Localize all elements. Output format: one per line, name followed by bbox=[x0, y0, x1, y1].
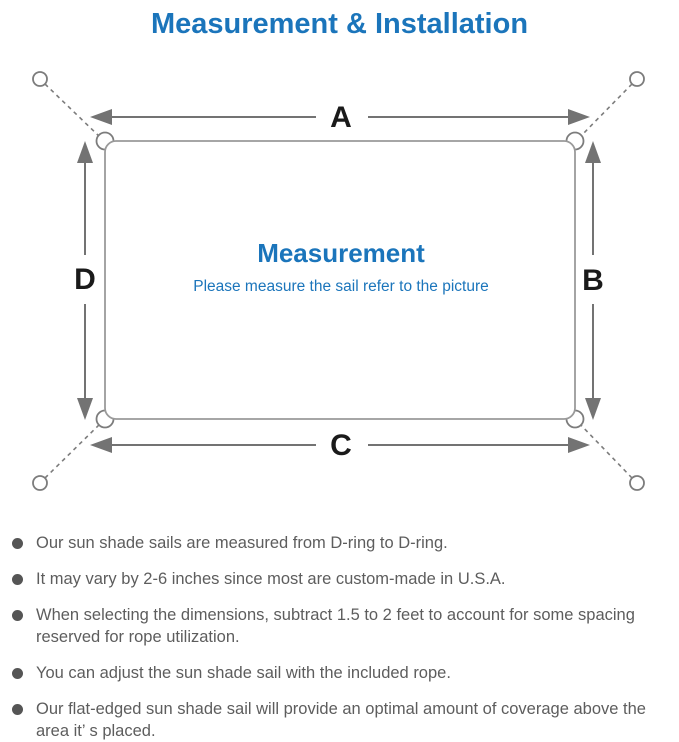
anchor-point-bottom-left bbox=[32, 475, 48, 491]
arrow-d-head-up bbox=[77, 141, 93, 163]
measurement-diagram: A B C D Measurement Please measure the s… bbox=[32, 71, 645, 491]
rope-line-top-left bbox=[44, 83, 104, 141]
dimension-label-a: A bbox=[330, 101, 352, 134]
arrow-a-head-left bbox=[90, 109, 112, 125]
anchor-point-top-right bbox=[629, 71, 645, 87]
anchor-point-bottom-right bbox=[629, 475, 645, 491]
rope-line-bottom-left bbox=[44, 420, 104, 479]
arrow-d-head-down bbox=[77, 398, 93, 420]
note-item-coverage: Our flat-edged sun shade sail will provi… bbox=[10, 698, 671, 742]
arrow-b-head-down bbox=[585, 398, 601, 420]
dimension-label-d: D bbox=[74, 263, 96, 296]
dimension-label-c: C bbox=[330, 429, 352, 462]
anchor-point-top-left bbox=[32, 71, 48, 87]
arrow-b-head-up bbox=[585, 141, 601, 163]
diagram-center-subtitle: Please measure the sail refer to the pic… bbox=[193, 278, 489, 295]
arrow-c-head-right bbox=[568, 437, 590, 453]
diagram-center-title: Measurement bbox=[257, 238, 425, 268]
rope-line-top-right bbox=[576, 83, 633, 141]
sail-outline bbox=[104, 140, 576, 420]
page-title: Measurement & Installation bbox=[150, 8, 529, 40]
note-item-subtract-feet: When selecting the dimensions, subtract … bbox=[10, 604, 671, 648]
arrow-a-head-right bbox=[568, 109, 590, 125]
rope-line-bottom-right bbox=[576, 420, 633, 479]
dimension-label-b: B bbox=[582, 264, 604, 297]
notes-list: Our sun shade sails are measured from D-… bbox=[10, 532, 671, 742]
note-item-vary-inches: It may vary by 2-6 inches since most are… bbox=[10, 568, 671, 590]
note-item-measured-dring: Our sun shade sails are measured from D-… bbox=[10, 532, 671, 554]
arrow-c-head-left bbox=[90, 437, 112, 453]
note-item-adjust-rope: You can adjust the sun shade sail with t… bbox=[10, 662, 671, 684]
